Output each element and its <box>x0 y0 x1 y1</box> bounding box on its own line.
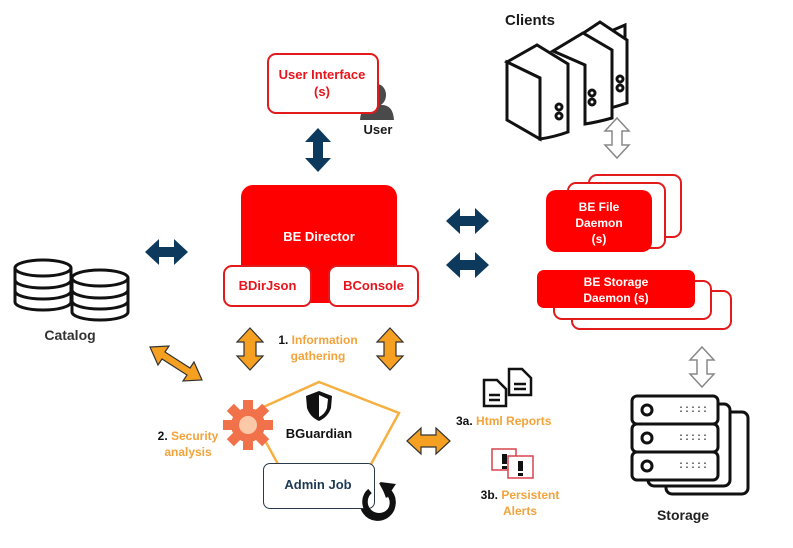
svg-text::::::: ::::: <box>678 405 708 416</box>
step-html-number: 3a. <box>456 414 473 428</box>
arrow-storagedaemon-storage <box>688 345 716 389</box>
storage-rack-icon <box>630 394 750 496</box>
step-security-number: 2. <box>157 429 168 443</box>
arrow-clients-filedaemon <box>603 116 631 160</box>
arrow-bguardian-reports <box>406 426 451 456</box>
arrow-ui-director <box>305 128 331 172</box>
step-info-label: Information gathering <box>290 333 358 363</box>
bguardian-label: BGuardian <box>285 426 353 441</box>
user-interface-label: User Interface (s) <box>278 67 366 99</box>
step-security-analysis: 2. Security analysis <box>146 428 230 460</box>
database-icon <box>13 258 130 322</box>
bdirjson-label: BDirJson <box>238 278 297 293</box>
step-info-number: 1. <box>278 333 289 347</box>
user-label: User <box>363 122 393 137</box>
bconsole-box[interactable] <box>328 265 419 307</box>
arrow-catalog-director <box>145 239 188 265</box>
arrow-bdirjson-bguardian <box>235 327 265 371</box>
step-info-gathering: 1. Information gathering <box>268 332 368 364</box>
be-storage-daemon-label: BE Storage Daemon (s) <box>583 275 649 305</box>
step-html-label: Html Reports <box>476 414 552 428</box>
step-alerts-number: 3b. <box>480 488 498 502</box>
be-storage-daemon-box[interactable] <box>537 270 695 308</box>
user-interface-box <box>267 53 379 114</box>
catalog-label: Catalog <box>44 327 96 343</box>
be-file-daemon-box[interactable] <box>546 190 652 252</box>
alert-icon <box>491 448 534 479</box>
step-persistent-alerts: 3b. Persistent Alerts <box>470 487 570 519</box>
bdirjson-box[interactable] <box>223 265 312 307</box>
server-icon <box>503 20 629 142</box>
shield-icon <box>306 391 332 421</box>
be-file-daemon-label: BE File Daemon (s) <box>575 200 623 246</box>
svg-text::::::: ::::: <box>678 433 708 444</box>
gear-icon <box>223 400 273 450</box>
svg-text::::::: ::::: <box>678 461 708 472</box>
document-icon <box>482 367 533 408</box>
step-alerts-label: Persistent Alerts <box>501 488 560 518</box>
bconsole-label: BConsole <box>343 278 404 293</box>
arrow-bconsole-bguardian <box>375 327 405 371</box>
arrow-catalog-bguardian <box>149 345 203 382</box>
clients-label: Clients <box>505 12 556 29</box>
storage-dots: ::::: ::::: ::::: <box>678 405 708 472</box>
be-director-label: BE Director <box>283 229 355 244</box>
storage-label: Storage <box>656 507 710 523</box>
step-html-reports: 3a. Html Reports <box>456 414 576 428</box>
step-security-label: Security analysis <box>164 429 219 459</box>
arrow-director-filedaemon <box>446 208 489 234</box>
arrow-director-storagedaemon <box>446 252 489 278</box>
admin-job-label: Admin Job <box>284 477 352 492</box>
admin-job-box[interactable] <box>263 463 375 509</box>
